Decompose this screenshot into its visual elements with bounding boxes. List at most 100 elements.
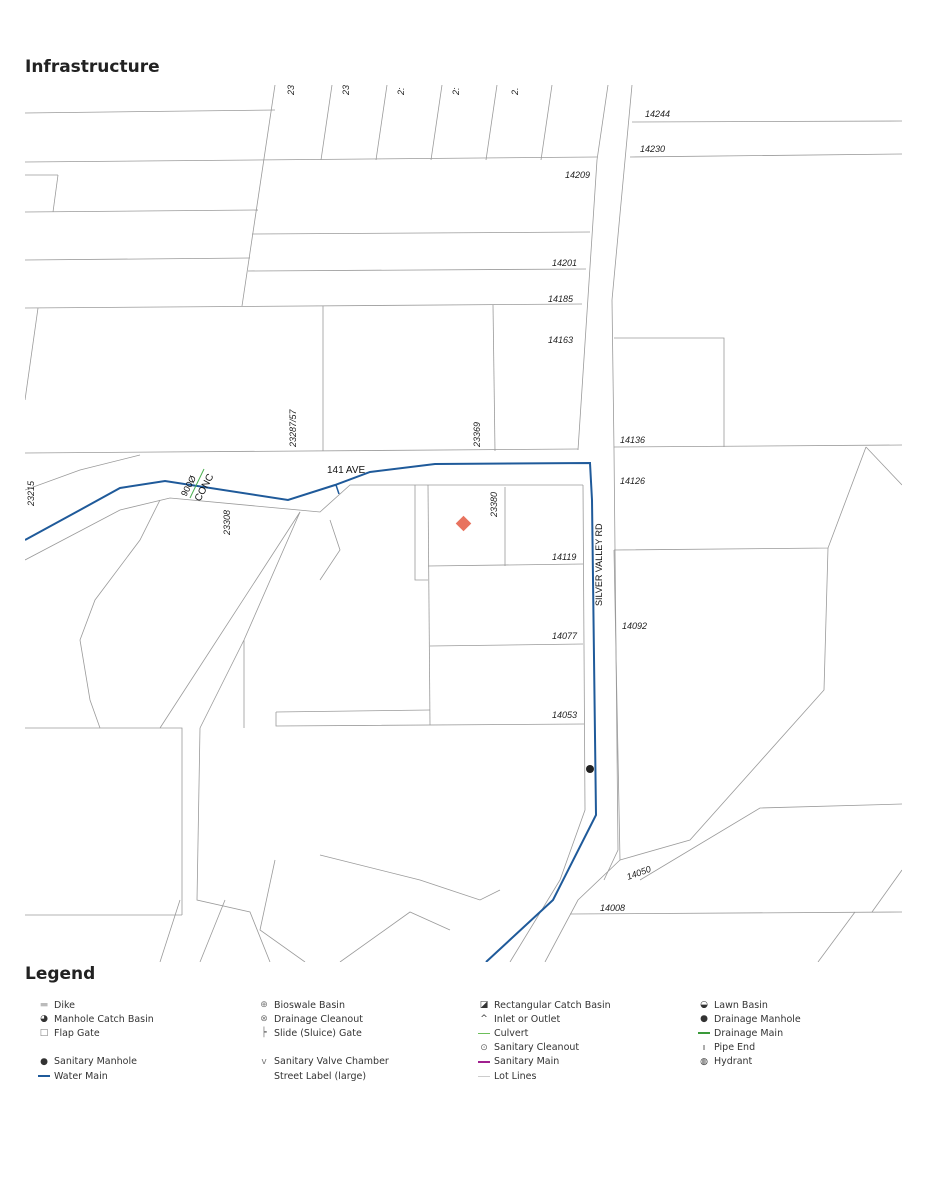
legend-label: Water Main xyxy=(54,1070,108,1082)
sanitary-main-icon xyxy=(478,1060,490,1063)
legend-label: Drainage Main xyxy=(714,1027,784,1039)
legend-label: Manhole Catch Basin xyxy=(54,1013,154,1025)
legend-item-hydrant: ◍ Hydrant xyxy=(698,1055,918,1069)
page-title: Infrastructure xyxy=(25,57,160,77)
svg-text:14201: 14201 xyxy=(552,258,577,268)
svg-text:14230: 14230 xyxy=(640,144,665,154)
legend-label: Pipe End xyxy=(714,1042,756,1054)
legend-column-4: ◒ Lawn Basin ● Drainage Manhole Drainage M… xyxy=(698,998,918,1069)
drainage-cleanout-icon: ⊗ xyxy=(260,1014,268,1025)
slide-gate-icon: ┝ xyxy=(261,1028,267,1039)
svg-text:14008: 14008 xyxy=(600,903,625,913)
legend-item-sanitary-cleanout: ⊙ Sanitary Cleanout xyxy=(478,1041,698,1055)
legend-title: Legend xyxy=(25,964,96,984)
infrastructure-map[interactable]: 900Ø CONC 141 AVE SILVER VALLEY RD 14244… xyxy=(25,85,902,962)
legend-item-drainage-main: Drainage Main xyxy=(698,1026,918,1040)
hydrant-icon[interactable] xyxy=(586,765,594,773)
legend-label: Sanitary Valve Chamber xyxy=(274,1056,389,1068)
legend-item-dike: ▬ Dike xyxy=(38,998,258,1012)
hydrant-icon: ◍ xyxy=(700,1056,708,1067)
legend-label: Drainage Manhole xyxy=(714,1013,801,1025)
svg-text:14050: 14050 xyxy=(625,864,652,882)
legend-item-slide-gate: ┝ Slide (Sluice) Gate xyxy=(258,1026,478,1040)
legend-item-sanitary-valve-chamber: v Sanitary Valve Chamber xyxy=(258,1055,478,1069)
rectangular-catch-basin-icon: ◪ xyxy=(479,1000,489,1011)
sanitary-cleanout-icon: ⊙ xyxy=(480,1042,488,1053)
legend-item-sanitary-main: Sanitary Main xyxy=(478,1055,698,1069)
svg-text:14126: 14126 xyxy=(620,476,645,486)
address-labels: 14244 14230 14209 14201 14185 14163 1413… xyxy=(26,85,670,913)
legend-item-lot-lines: Lot Lines xyxy=(478,1069,698,1083)
legend-label: Hydrant xyxy=(714,1056,753,1068)
legend-label: Street Label (large) xyxy=(274,1070,367,1082)
lawn-basin-icon: ◒ xyxy=(700,1000,708,1011)
svg-text:23308: 23308 xyxy=(222,510,232,536)
legend-item-water-main: Water Main xyxy=(38,1069,258,1083)
water-main-icon xyxy=(38,1075,50,1078)
svg-text:23380: 23380 xyxy=(489,492,499,518)
legend-column-3: ◪ Rectangular Catch Basin ^ Inlet or Outle… xyxy=(478,998,698,1083)
drainage-manhole-icon: ● xyxy=(700,1014,708,1025)
sanitary-valve-chamber-icon: v xyxy=(261,1056,267,1067)
inlet-outlet-icon: ^ xyxy=(480,1014,488,1025)
legend-label: Sanitary Manhole xyxy=(54,1056,137,1068)
legend-label: Lot Lines xyxy=(494,1070,537,1082)
svg-text:14244: 14244 xyxy=(645,109,670,119)
legend-item-drainage-manhole: ● Drainage Manhole xyxy=(698,1012,918,1026)
legend-label: Bioswale Basin xyxy=(274,999,345,1011)
svg-text:2.: 2. xyxy=(510,87,520,96)
culvert-icon xyxy=(478,1032,490,1034)
svg-text:23369: 23369 xyxy=(472,422,482,448)
street-label-silver-valley-rd: SILVER VALLEY RD xyxy=(594,523,604,606)
legend-item-inlet-outlet: ^ Inlet or Outlet xyxy=(478,1012,698,1026)
bioswale-basin-icon: ⊕ xyxy=(260,1000,268,1011)
legend-label: Rectangular Catch Basin xyxy=(494,999,611,1011)
legend-label: Inlet or Outlet xyxy=(494,1013,561,1025)
lot-lines-icon xyxy=(478,1075,490,1077)
svg-text:2:: 2: xyxy=(451,87,461,96)
subject-property-marker[interactable] xyxy=(455,515,472,532)
legend-label: Sanitary Cleanout xyxy=(494,1042,580,1054)
legend-item-manhole-catch-basin: ◕ Manhole Catch Basin xyxy=(38,1012,258,1026)
svg-text:2:: 2: xyxy=(396,87,406,96)
legend-label: Sanitary Main xyxy=(494,1056,560,1068)
manhole-catch-basin-icon: ◕ xyxy=(40,1014,48,1025)
drainage-main-icon xyxy=(698,1032,710,1035)
dike-icon: ▬ xyxy=(39,1000,49,1011)
sanitary-manhole-icon: ● xyxy=(40,1056,48,1067)
svg-text:14163: 14163 xyxy=(548,335,573,345)
legend-column-2: ⊕ Bioswale Basin ⊗ Drainage Cleanout ┝ Slid… xyxy=(258,998,478,1083)
svg-text:14077: 14077 xyxy=(552,631,578,641)
svg-text:14185: 14185 xyxy=(548,294,574,304)
svg-text:14119: 14119 xyxy=(552,552,576,562)
svg-text:23215: 23215 xyxy=(26,480,36,507)
pipe-end-icon: ı xyxy=(702,1042,706,1053)
legend-label: Lawn Basin xyxy=(714,999,768,1011)
flap-gate-icon: □ xyxy=(39,1028,49,1039)
legend-item-flap-gate: □ Flap Gate xyxy=(38,1026,258,1040)
water-main[interactable] xyxy=(25,461,598,962)
legend-item-street-label: Street Label (large) xyxy=(258,1069,478,1083)
culvert[interactable] xyxy=(189,468,205,499)
svg-text:14136: 14136 xyxy=(620,435,645,445)
legend-label: Culvert xyxy=(494,1027,529,1039)
lot-lines xyxy=(25,85,902,962)
legend-item-rectangular-catch-basin: ◪ Rectangular Catch Basin xyxy=(478,998,698,1012)
legend-label: Slide (Sluice) Gate xyxy=(274,1027,362,1039)
legend-column-1: ▬ Dike ◕ Manhole Catch Basin □ Flap Gate ● S… xyxy=(38,998,258,1083)
legend-item-bioswale-basin: ⊕ Bioswale Basin xyxy=(258,998,478,1012)
svg-text:23: 23 xyxy=(341,85,351,96)
svg-text:14053: 14053 xyxy=(552,710,577,720)
legend-label: Flap Gate xyxy=(54,1027,100,1039)
legend-item-drainage-cleanout: ⊗ Drainage Cleanout xyxy=(258,1012,478,1026)
legend-item-pipe-end: ı Pipe End xyxy=(698,1041,918,1055)
svg-text:14209: 14209 xyxy=(565,170,590,180)
svg-text:14092: 14092 xyxy=(622,621,647,631)
street-label-141-ave: 141 AVE xyxy=(327,465,366,476)
legend-item-lawn-basin: ◒ Lawn Basin xyxy=(698,998,918,1012)
legend-label: Drainage Cleanout xyxy=(274,1013,363,1025)
pipe-end-icon xyxy=(335,484,340,495)
legend-label: Dike xyxy=(54,999,75,1011)
legend-item-sanitary-manhole: ● Sanitary Manhole xyxy=(38,1055,258,1069)
svg-text:23: 23 xyxy=(286,85,296,96)
